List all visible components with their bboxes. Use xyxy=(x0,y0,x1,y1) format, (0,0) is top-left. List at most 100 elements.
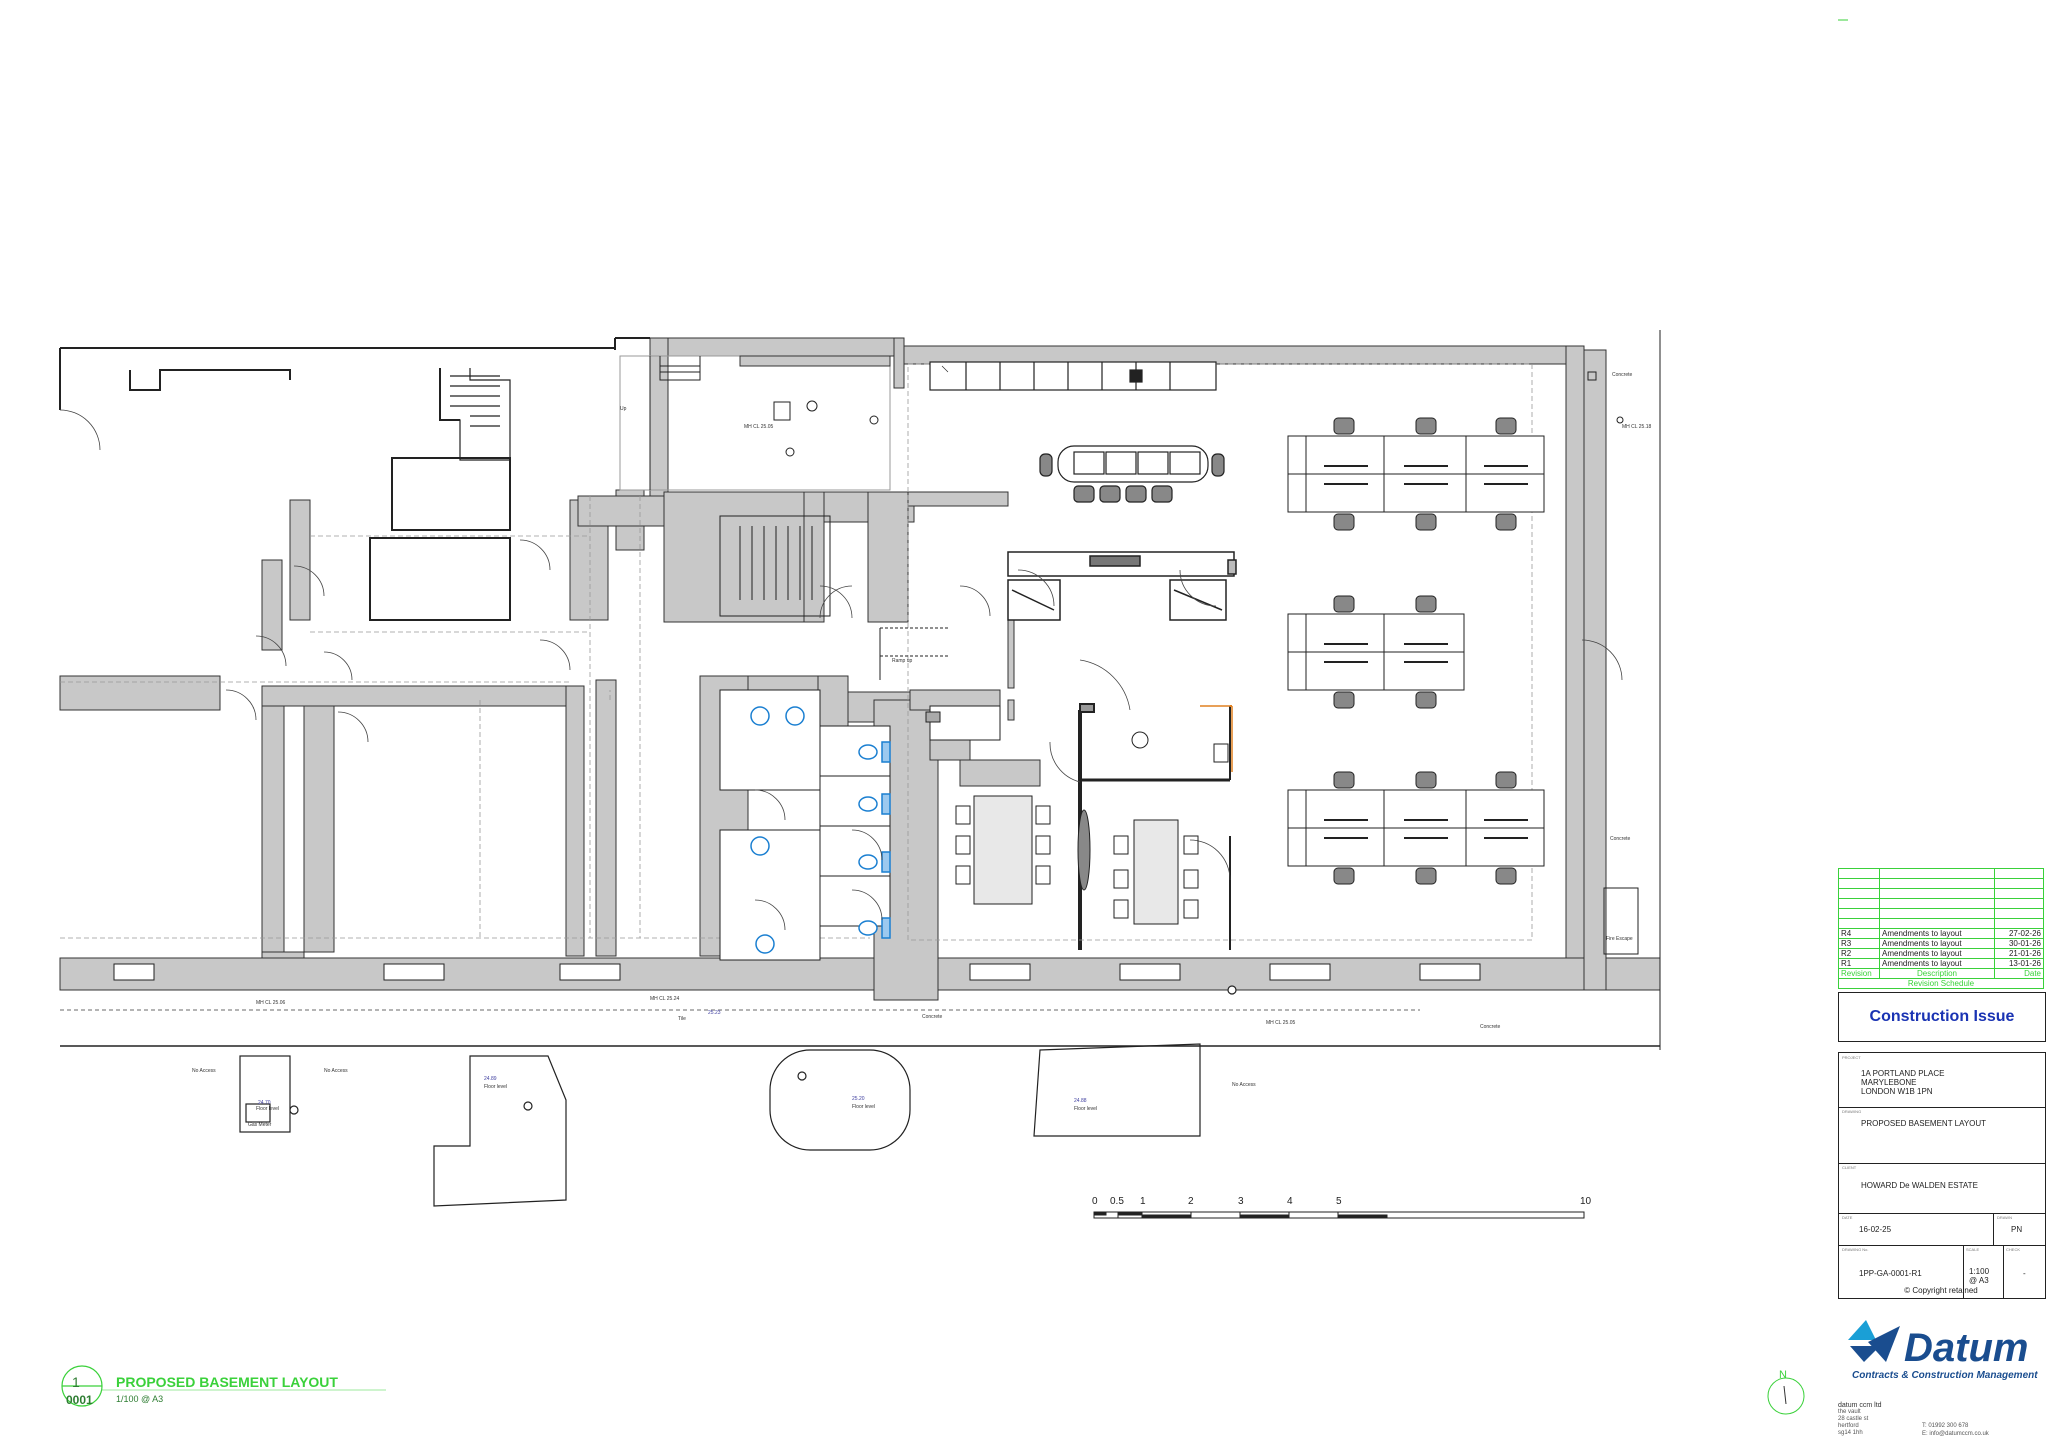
date-label: DATE xyxy=(1842,1215,1853,1220)
view-label-graphic xyxy=(61,1365,386,1407)
wc-fixtures xyxy=(750,706,891,954)
tb-client: CLIENT HOWARD De WALDEN ESTATE xyxy=(1839,1163,2045,1214)
north-arrow-icon xyxy=(1767,1377,1805,1415)
note-mh-4: MH CL 25.18 xyxy=(1622,424,1652,430)
client-name: HOWARD De WALDEN ESTATE xyxy=(1861,1181,1978,1190)
desk-cluster-3 xyxy=(1287,771,1545,885)
note-concrete-2: Concrete xyxy=(1480,1024,1501,1030)
scale-tick: 2 xyxy=(1188,1196,1194,1207)
note-tile: Tile xyxy=(678,1016,686,1022)
scale-value: 1:100 @ A3 xyxy=(1969,1267,1990,1285)
level-1: 24.70 xyxy=(258,1100,271,1106)
right-strip xyxy=(1587,330,1661,1050)
note-gas-meter: Gas Meter xyxy=(248,1122,272,1128)
address-line: hertford xyxy=(1838,1423,1859,1429)
note-mh-3: MH CL 25.24 xyxy=(650,996,680,1002)
project-line-2: MARYLEBONE xyxy=(1861,1078,1917,1087)
meeting-room-a xyxy=(925,705,1051,905)
date-value: 16-02-25 xyxy=(1859,1225,1892,1234)
company-name: Datum xyxy=(1904,1326,2029,1370)
scale-tick: 3 xyxy=(1238,1196,1244,1207)
view-scale: 1/100 @ A3 xyxy=(116,1394,164,1404)
tb-project: PROJECT 1A PORTLAND PLACE MARYLEBONE LON… xyxy=(1839,1053,2045,1108)
address-line: 28 castle st xyxy=(1838,1416,1869,1422)
tb-drawing: DRAWING PROPOSED BASEMENT LAYOUT xyxy=(1839,1107,2045,1164)
note-concrete-3: Concrete xyxy=(1610,836,1631,842)
rev-title: Revision Schedule xyxy=(1838,978,2044,989)
left-building-outline xyxy=(59,347,615,621)
note-ramp: Ramp up xyxy=(892,658,913,664)
title-block: PROJECT 1A PORTLAND PLACE MARYLEBONE LON… xyxy=(1838,1052,2046,1299)
door-swings xyxy=(59,409,1623,931)
client-label: CLIENT xyxy=(1842,1165,1857,1170)
project-line-1: 1A PORTLAND PLACE xyxy=(1861,1069,1945,1078)
status-box: Construction Issue xyxy=(1838,992,2046,1042)
note-floor-level-4: Floor level xyxy=(1074,1106,1098,1112)
note-concrete-4: Concrete xyxy=(1612,372,1633,378)
address-line: sg14 1hh xyxy=(1838,1430,1863,1436)
meeting-table-top xyxy=(1039,445,1225,503)
note-floor-level-2: Floor level xyxy=(484,1084,508,1090)
company-tagline: Contracts & Construction Management xyxy=(1852,1370,2038,1381)
level-4: 24.88 xyxy=(1074,1098,1087,1104)
north-label: N xyxy=(1779,1369,1787,1381)
desk-cluster-1 xyxy=(1287,417,1545,531)
note-fire-escape: Fire Escape xyxy=(1606,936,1633,942)
level-5: 25.23 xyxy=(708,1010,721,1016)
note-up: Up xyxy=(620,406,627,412)
window-bays xyxy=(113,963,1481,981)
ramp xyxy=(879,627,950,680)
datum-logo-icon xyxy=(1848,1320,1900,1362)
note-no-access-2: No Access xyxy=(324,1068,348,1074)
address-line: datum ccm ltd xyxy=(1838,1402,1882,1409)
drawn-value: PN xyxy=(2011,1225,2023,1234)
note-floor-level-3: Floor level xyxy=(852,1104,876,1110)
booth-units xyxy=(1007,551,1237,621)
note-floor-level-1: Floor level xyxy=(256,1106,280,1112)
note-mh-2: MH CL 25.05 xyxy=(744,424,774,430)
stair-core xyxy=(719,515,831,617)
stair-top-left xyxy=(439,368,511,461)
note-concrete-1: Concrete xyxy=(922,1014,943,1020)
walls-left xyxy=(59,489,1661,991)
level-3: 25.20 xyxy=(852,1096,865,1102)
check-label: CHECK xyxy=(2006,1247,2021,1252)
drawing-no-label: DRAWING No. xyxy=(1842,1247,1869,1252)
scale-tick: 0.5 xyxy=(1110,1196,1124,1207)
note-mh-1: MH CL 25.06 xyxy=(256,1000,286,1006)
drawing-name: PROPOSED BASEMENT LAYOUT xyxy=(1861,1119,1987,1128)
project-line-3: LONDON W1B 1PN xyxy=(1861,1087,1933,1096)
vaults xyxy=(60,985,1660,1207)
drawing-label: DRAWING xyxy=(1842,1109,1862,1114)
meeting-room-b xyxy=(1077,731,1229,925)
view-title: PROPOSED BASEMENT LAYOUT xyxy=(116,1374,338,1390)
company-contact: T: 01992 300 678 E: info@datumccm.co.uk xyxy=(1922,1422,1989,1438)
copyright: © Copyright retained xyxy=(1904,1286,1978,1295)
project-label: PROJECT xyxy=(1842,1055,1861,1060)
phone: T: 01992 300 678 xyxy=(1922,1423,1969,1429)
email: E: info@datumccm.co.uk xyxy=(1922,1431,1989,1437)
tb-drawing-no: DRAWING No. 1PP-GA-0001-R1 SCALE 1:100 @… xyxy=(1839,1245,2045,1299)
view-number: 1 xyxy=(72,1374,80,1390)
drawing-no-value: 1PP-GA-0001-R1 xyxy=(1859,1269,1922,1278)
scale-bar-graphic xyxy=(1093,1211,1585,1219)
status-text: Construction Issue xyxy=(1869,1008,2015,1025)
check-value: - xyxy=(2023,1269,2026,1278)
scale-tick: 0 xyxy=(1092,1196,1098,1207)
scale-tick: 5 xyxy=(1336,1196,1342,1207)
scale-label: SCALE xyxy=(1966,1247,1980,1252)
view-sheet: 0001 xyxy=(66,1393,93,1407)
note-no-access-3: No Access xyxy=(1232,1082,1256,1088)
kitchen-counter xyxy=(929,361,1217,391)
note-mh-5: MH CL 25.05 xyxy=(1266,1020,1296,1026)
address-line: the vault xyxy=(1838,1409,1861,1415)
drawn-label: DRAWN xyxy=(1997,1215,2012,1220)
scale-tick: 10 xyxy=(1580,1196,1592,1207)
